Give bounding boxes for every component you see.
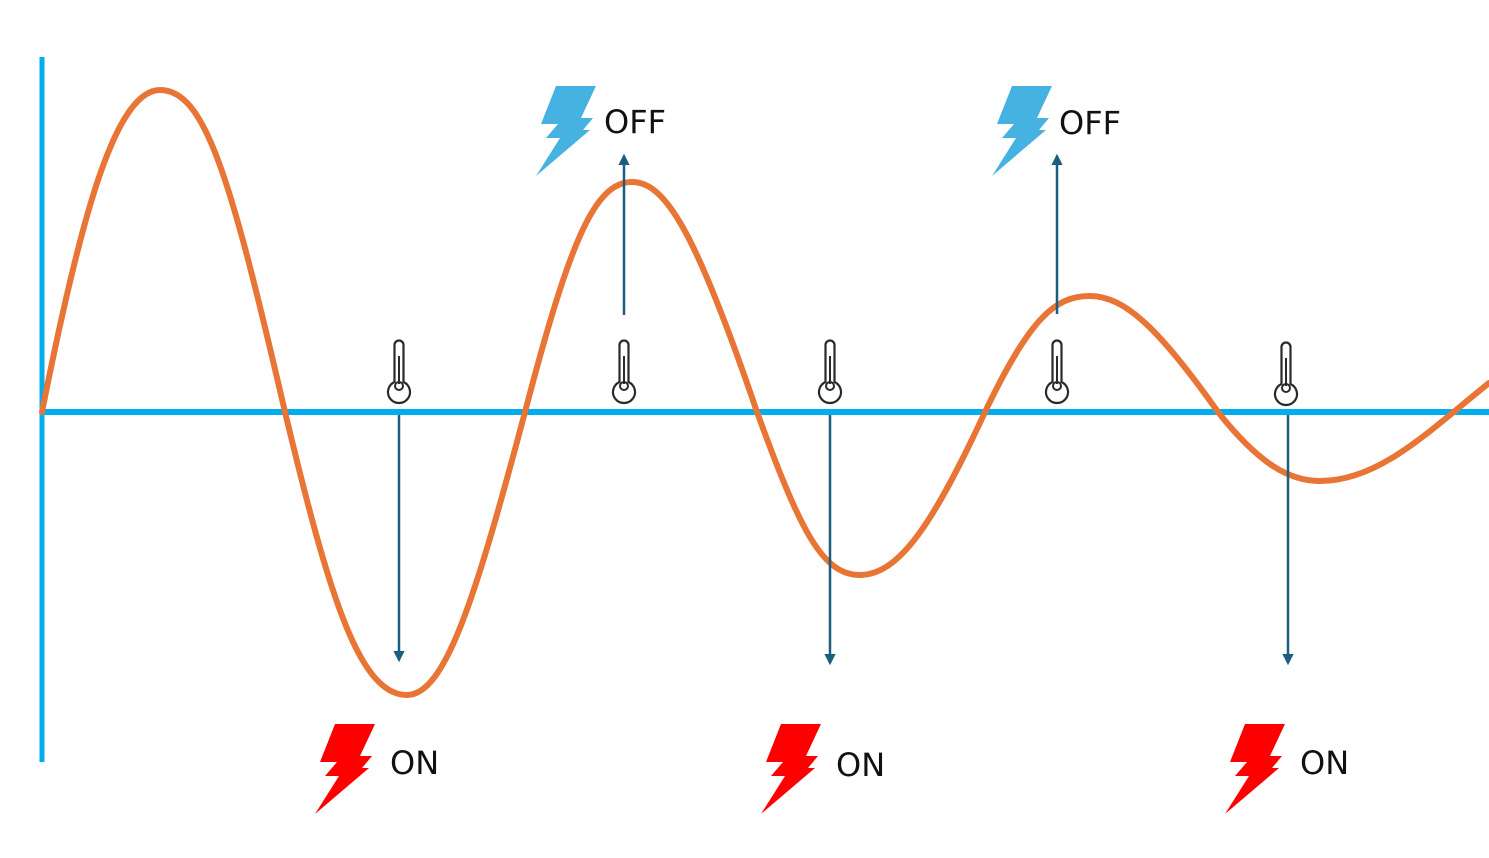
thermometer-icon [386,339,412,405]
lightning-bolt-blue-icon [536,86,596,176]
on-label: ON [836,746,885,784]
temperature-curve [39,86,1489,699]
on-label: ON [1300,744,1349,782]
off-label: OFF [1059,104,1121,142]
thermometer-icon [611,339,637,405]
off-label: OFF [604,103,666,141]
on-label: ON [390,744,439,782]
thermometer-icon [1044,339,1070,405]
lightning-bolt-red-icon [1225,724,1285,814]
lightning-bolt-blue-icon [992,86,1052,176]
thermometer-icon [817,339,843,405]
lightning-bolt-red-icon [315,724,375,814]
thermometer-icon [1273,341,1299,407]
lightning-bolt-red-icon [761,724,821,814]
